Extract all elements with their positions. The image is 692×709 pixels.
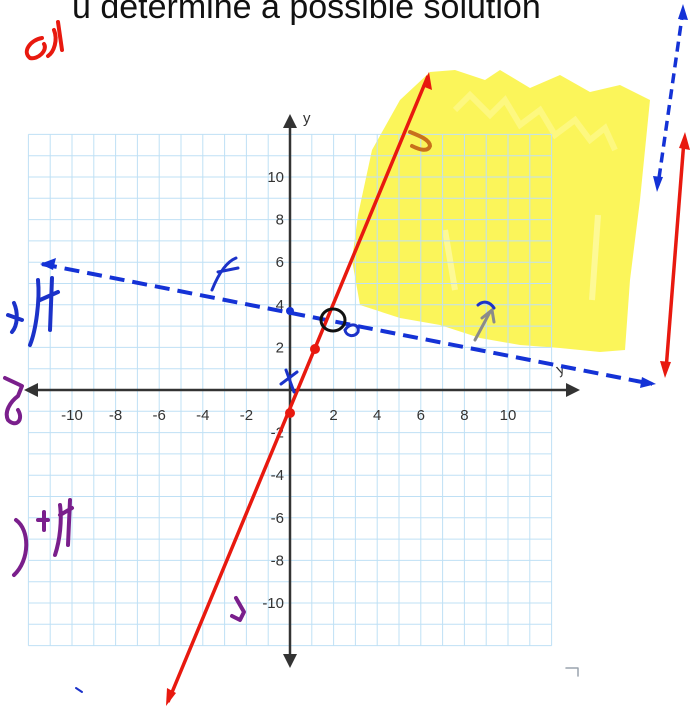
heading-text: u determine a possible solution — [72, 0, 541, 26]
highlight-shading — [352, 70, 650, 352]
handwritten-annotations — [3, 20, 579, 693]
x-axis-right-arrow — [566, 383, 580, 397]
x-tick-label: -4 — [196, 407, 209, 424]
x-axis-left-arrow — [24, 383, 38, 397]
dashed-boundary-line — [40, 258, 656, 388]
y-tick-label: -6 — [271, 510, 284, 527]
y-tick-label: 2 — [276, 339, 284, 356]
y-axis-top-arrow — [283, 114, 297, 128]
dashed-range-arrow — [653, 4, 688, 192]
solid-boundary-line — [166, 72, 432, 706]
x-axis-label: y — [554, 360, 567, 379]
x-tick-label: -8 — [109, 407, 122, 424]
point-0-neg1 — [285, 408, 295, 418]
axes — [24, 114, 580, 668]
x-tick-label: 2 — [329, 407, 337, 424]
y-tick-label: -10 — [262, 595, 284, 612]
x-tick-label: -2 — [240, 407, 253, 424]
point-1-2 — [310, 344, 320, 354]
marked-points — [285, 307, 347, 418]
intersection-circle — [319, 307, 347, 333]
y-tick-label: 4 — [276, 297, 284, 314]
x-tick-label: 4 — [373, 407, 381, 424]
y-tick-label: -8 — [271, 552, 284, 569]
y-tick-label: 10 — [267, 169, 284, 186]
y-axis-label: y — [303, 110, 311, 127]
x-tick-label: -10 — [61, 407, 83, 424]
y-axis-bottom-arrow — [283, 654, 297, 668]
y-tick-label: 6 — [276, 254, 284, 271]
y-tick-label: 8 — [276, 212, 284, 229]
solid-range-arrow — [660, 132, 690, 378]
point-0-4 — [286, 307, 294, 315]
x-tick-label: 10 — [500, 407, 517, 424]
x-tick-label: 8 — [460, 407, 468, 424]
x-tick-label: -6 — [153, 407, 166, 424]
y-tick-label: -4 — [271, 467, 284, 484]
x-tick-label: 6 — [417, 407, 425, 424]
